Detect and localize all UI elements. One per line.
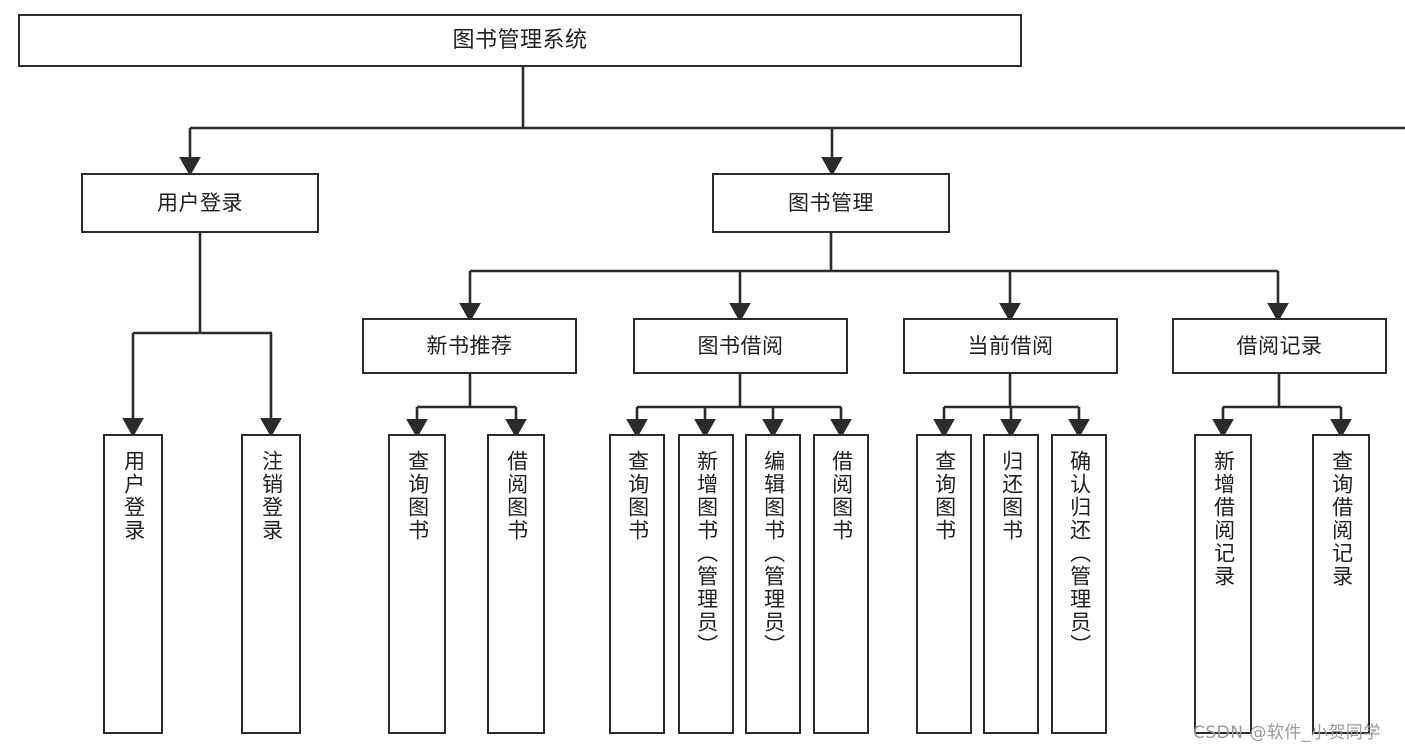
node-leaf-query-book-1[interactable]: 查询图书 bbox=[388, 434, 446, 734]
node-leaf-edit-book-label: 编辑图书（管理员） bbox=[761, 450, 786, 657]
node-leaf-query-book-2-label: 查询图书 bbox=[625, 450, 650, 542]
node-new-book-recommend-label: 新书推荐 bbox=[426, 333, 513, 358]
node-leaf-borrow-book-2[interactable]: 借阅图书 bbox=[813, 434, 869, 734]
node-book-borrow-label: 图书借阅 bbox=[697, 333, 784, 358]
node-leaf-add-record[interactable]: 新增借阅记录 bbox=[1194, 434, 1252, 734]
node-new-book-recommend[interactable]: 新书推荐 bbox=[362, 318, 577, 374]
node-leaf-query-book-3[interactable]: 查询图书 bbox=[916, 434, 972, 734]
csdn-watermark: CSDN @软件_小贺同学 bbox=[1193, 723, 1381, 743]
node-leaf-add-book-label: 新增图书（管理员） bbox=[694, 450, 719, 657]
node-leaf-user-login[interactable]: 用户登录 bbox=[103, 434, 163, 734]
node-leaf-query-record-label: 查询借阅记录 bbox=[1329, 450, 1354, 588]
node-book-management[interactable]: 图书管理 bbox=[712, 173, 950, 233]
node-root[interactable]: 图书管理系统 bbox=[18, 14, 1022, 67]
node-leaf-borrow-book-2-label: 借阅图书 bbox=[829, 450, 854, 542]
node-current-borrow-label: 当前借阅 bbox=[967, 333, 1054, 358]
node-current-borrow[interactable]: 当前借阅 bbox=[903, 318, 1118, 374]
node-borrow-record[interactable]: 借阅记录 bbox=[1172, 318, 1387, 374]
node-leaf-return-book-label: 归还图书 bbox=[999, 450, 1024, 542]
node-leaf-return-book[interactable]: 归还图书 bbox=[983, 434, 1039, 734]
node-leaf-query-book-2[interactable]: 查询图书 bbox=[609, 434, 665, 734]
node-leaf-user-logout-label: 注销登录 bbox=[259, 450, 284, 542]
node-leaf-user-login-label: 用户登录 bbox=[121, 450, 146, 542]
node-leaf-confirm-return-label: 确认归还（管理员） bbox=[1067, 450, 1092, 657]
node-leaf-add-book[interactable]: 新增图书（管理员） bbox=[678, 434, 734, 734]
node-book-management-label: 图书管理 bbox=[788, 190, 874, 215]
node-borrow-record-label: 借阅记录 bbox=[1236, 333, 1323, 358]
node-leaf-edit-book[interactable]: 编辑图书（管理员） bbox=[745, 434, 801, 734]
node-leaf-query-book-1-label: 查询图书 bbox=[405, 450, 430, 542]
node-user-login-label: 用户登录 bbox=[157, 190, 243, 215]
node-leaf-user-logout[interactable]: 注销登录 bbox=[241, 434, 301, 734]
node-leaf-confirm-return[interactable]: 确认归还（管理员） bbox=[1051, 434, 1107, 734]
node-book-borrow[interactable]: 图书借阅 bbox=[633, 318, 848, 374]
node-user-login[interactable]: 用户登录 bbox=[81, 173, 319, 233]
node-leaf-query-book-3-label: 查询图书 bbox=[932, 450, 957, 542]
node-leaf-add-record-label: 新增借阅记录 bbox=[1211, 450, 1236, 588]
node-leaf-borrow-book-1[interactable]: 借阅图书 bbox=[487, 434, 545, 734]
node-leaf-query-record[interactable]: 查询借阅记录 bbox=[1312, 434, 1370, 734]
node-leaf-borrow-book-1-label: 借阅图书 bbox=[504, 450, 529, 542]
node-root-label: 图书管理系统 bbox=[452, 27, 588, 53]
